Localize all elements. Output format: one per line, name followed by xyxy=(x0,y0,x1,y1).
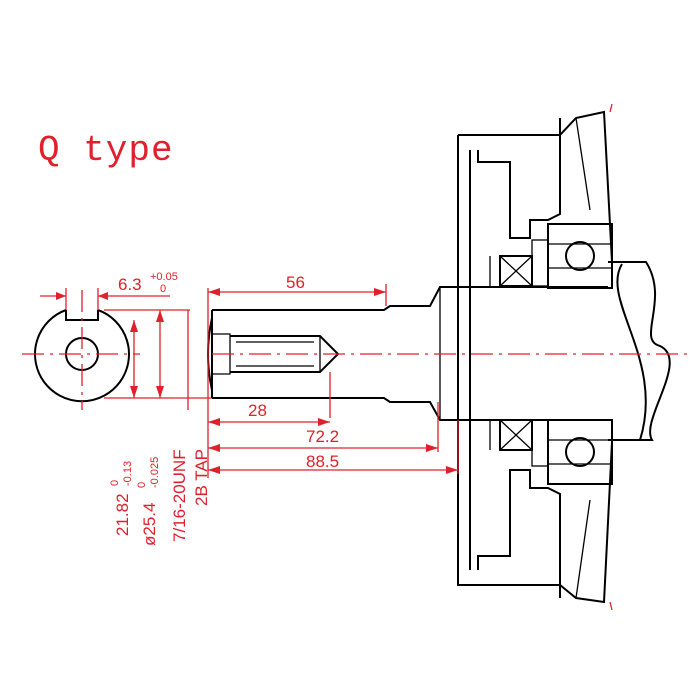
keyway-width-tol-upper: +0.05 xyxy=(150,271,178,283)
upper-spacer xyxy=(531,239,549,287)
length-56-value: 56 xyxy=(286,273,305,292)
lower-spacer xyxy=(531,419,549,467)
keyway-width-dimension: 6.3 +0.05 0 xyxy=(40,271,178,310)
housing-bottom-recess xyxy=(477,469,561,598)
keyway-width-tol-lower: 0 xyxy=(160,283,166,295)
shaft-bottom-edge xyxy=(212,397,608,421)
horizontal-dimensions: 56 28 72.2 88.5 xyxy=(207,273,459,478)
drawing-title: Q type xyxy=(38,130,174,171)
end-view xyxy=(22,290,140,410)
side-view xyxy=(207,103,690,611)
housing-taper-top xyxy=(575,117,591,211)
key-height-value: 21.82 xyxy=(113,493,132,536)
housing-left-wall xyxy=(457,135,478,586)
length-72-value: 72.2 xyxy=(306,427,339,446)
diameter-tol-lower: -0.025 xyxy=(149,457,161,488)
length-88-value: 88.5 xyxy=(306,452,339,471)
key-height-tol-upper: 0 xyxy=(109,480,121,486)
upper-bearing-ball xyxy=(565,241,595,271)
housing-taper-bottom xyxy=(575,499,591,599)
keyway-width-value: 6.3 xyxy=(118,275,142,294)
thread-spec: 7/16-20UNF xyxy=(170,449,189,542)
lower-bearing-ball xyxy=(565,437,595,467)
break-line xyxy=(616,263,647,441)
shaft-break-end xyxy=(608,261,671,441)
shaft-top-edge xyxy=(212,286,608,311)
upper-bearing xyxy=(547,223,613,289)
vertical-dimensions: 21.82 0 -0.13 ø25.4 0 -0.025 7/16-20UNF … xyxy=(104,309,212,546)
thread-class: 2B TAP xyxy=(192,449,211,506)
lower-bearing xyxy=(547,419,613,485)
tap-depth-value: 28 xyxy=(248,401,267,420)
key-height-tol-lower: -0.13 xyxy=(122,461,134,486)
diameter-value: ø25.4 xyxy=(140,503,159,546)
housing-top-recess xyxy=(477,118,561,239)
diameter-tol-upper: 0 xyxy=(136,482,148,488)
